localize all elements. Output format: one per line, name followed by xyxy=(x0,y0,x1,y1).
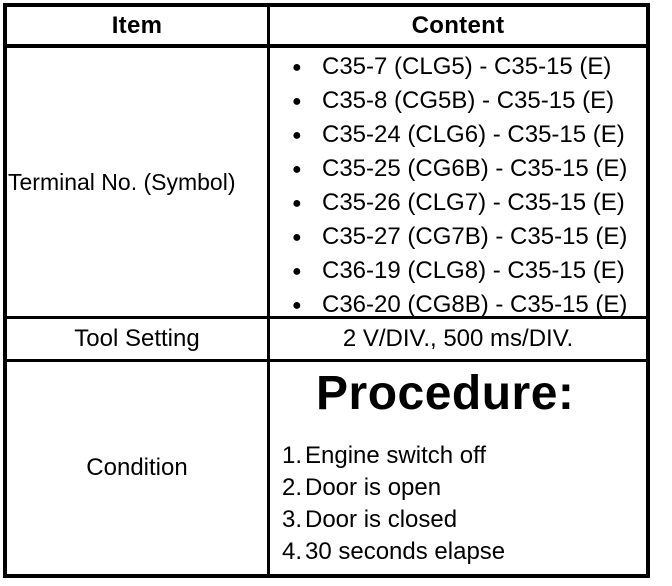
step-text: Door is closed xyxy=(305,506,458,533)
column-title-content: Content xyxy=(411,11,505,39)
tool-setting-label: Tool Setting xyxy=(74,325,200,352)
header-cell-content: Content xyxy=(270,7,646,48)
bullet-icon: ● xyxy=(292,127,302,144)
step-number: 1. xyxy=(282,442,303,469)
step-number: 4. xyxy=(282,538,303,565)
tool-setting-label-cell: Tool Setting xyxy=(7,319,270,362)
terminal-row-label-cell: Terminal No. (Symbol) xyxy=(7,48,270,319)
terminal-pair-text: C35-7 (CLG5) - C35-15 (E) xyxy=(322,53,612,80)
bullet-icon: ● xyxy=(292,263,302,280)
bullet-icon: ● xyxy=(292,229,302,246)
condition-steps-list: 1.Engine switch off 2.Door is open 3.Doo… xyxy=(282,440,646,568)
terminal-list-item: ● C35-8 (CG5B) - C35-15 (E) xyxy=(292,84,646,118)
terminal-pair-text: C36-20 (CG8B) - C35-15 (E) xyxy=(322,291,628,318)
procedure-heading: Procedure: xyxy=(316,367,575,420)
terminal-list-item: ● C35-7 (CLG5) - C35-15 (E) xyxy=(292,50,646,84)
condition-step: 4.30 seconds elapse xyxy=(282,536,646,568)
terminal-list-item: ● C36-19 (CLG8) - C35-15 (E) xyxy=(292,254,646,288)
column-title-item: Item xyxy=(111,11,163,39)
step-number: 3. xyxy=(282,506,303,533)
condition-step: 2.Door is open xyxy=(282,472,646,504)
condition-label-cell: Condition xyxy=(7,362,270,574)
terminal-list-item: ● C35-26 (CLG7) - C35-15 (E) xyxy=(292,186,646,220)
bullet-icon: ● xyxy=(292,161,302,178)
terminal-pair-text: C36-19 (CLG8) - C35-15 (E) xyxy=(322,257,625,284)
tool-setting-value: 2 V/DIV., 500 ms/DIV. xyxy=(342,325,574,352)
condition-content-cell: Procedure: 1.Engine switch off 2.Door is… xyxy=(270,362,646,574)
terminal-list-item: ● C35-27 (CG7B) - C35-15 (E) xyxy=(292,220,646,254)
tool-setting-value-cell: 2 V/DIV., 500 ms/DIV. xyxy=(270,319,646,362)
bullet-icon: ● xyxy=(292,59,302,76)
terminal-list-item: ● C36-20 (CG8B) - C35-15 (E) xyxy=(292,288,646,318)
spec-table: Item Content Terminal No. (Symbol) ● C35-… xyxy=(3,3,650,578)
step-text: Engine switch off xyxy=(305,442,486,469)
terminal-list: ● C35-7 (CLG5) - C35-15 (E) ● C35-8 (CG5B)… xyxy=(270,48,646,318)
terminal-list-item: ● C35-25 (CG6B) - C35-15 (E) xyxy=(292,152,646,186)
terminal-row-content-cell: ● C35-7 (CLG5) - C35-15 (E) ● C35-8 (CG5B)… xyxy=(270,48,646,319)
condition-step: 3.Door is closed xyxy=(282,504,646,536)
terminal-list-item: ● C35-24 (CLG6) - C35-15 (E) xyxy=(292,118,646,152)
terminal-pair-text: C35-8 (CG5B) - C35-15 (E) xyxy=(322,87,615,114)
step-text: 30 seconds elapse xyxy=(305,538,506,565)
terminal-pair-text: C35-26 (CLG7) - C35-15 (E) xyxy=(322,189,625,216)
condition-label: Condition xyxy=(86,454,188,481)
terminal-row-label: Terminal No. (Symbol) xyxy=(8,168,236,195)
step-text: Door is open xyxy=(305,474,442,501)
header-cell-item: Item xyxy=(7,7,270,48)
step-number: 2. xyxy=(282,474,303,501)
bullet-icon: ● xyxy=(292,93,302,110)
condition-step: 1.Engine switch off xyxy=(282,440,646,472)
bullet-icon: ● xyxy=(292,195,302,212)
terminal-pair-text: C35-27 (CG7B) - C35-15 (E) xyxy=(322,223,628,250)
terminal-pair-text: C35-25 (CG6B) - C35-15 (E) xyxy=(322,155,628,182)
terminal-pair-text: C35-24 (CLG6) - C35-15 (E) xyxy=(322,121,625,148)
bullet-icon: ● xyxy=(292,297,302,314)
